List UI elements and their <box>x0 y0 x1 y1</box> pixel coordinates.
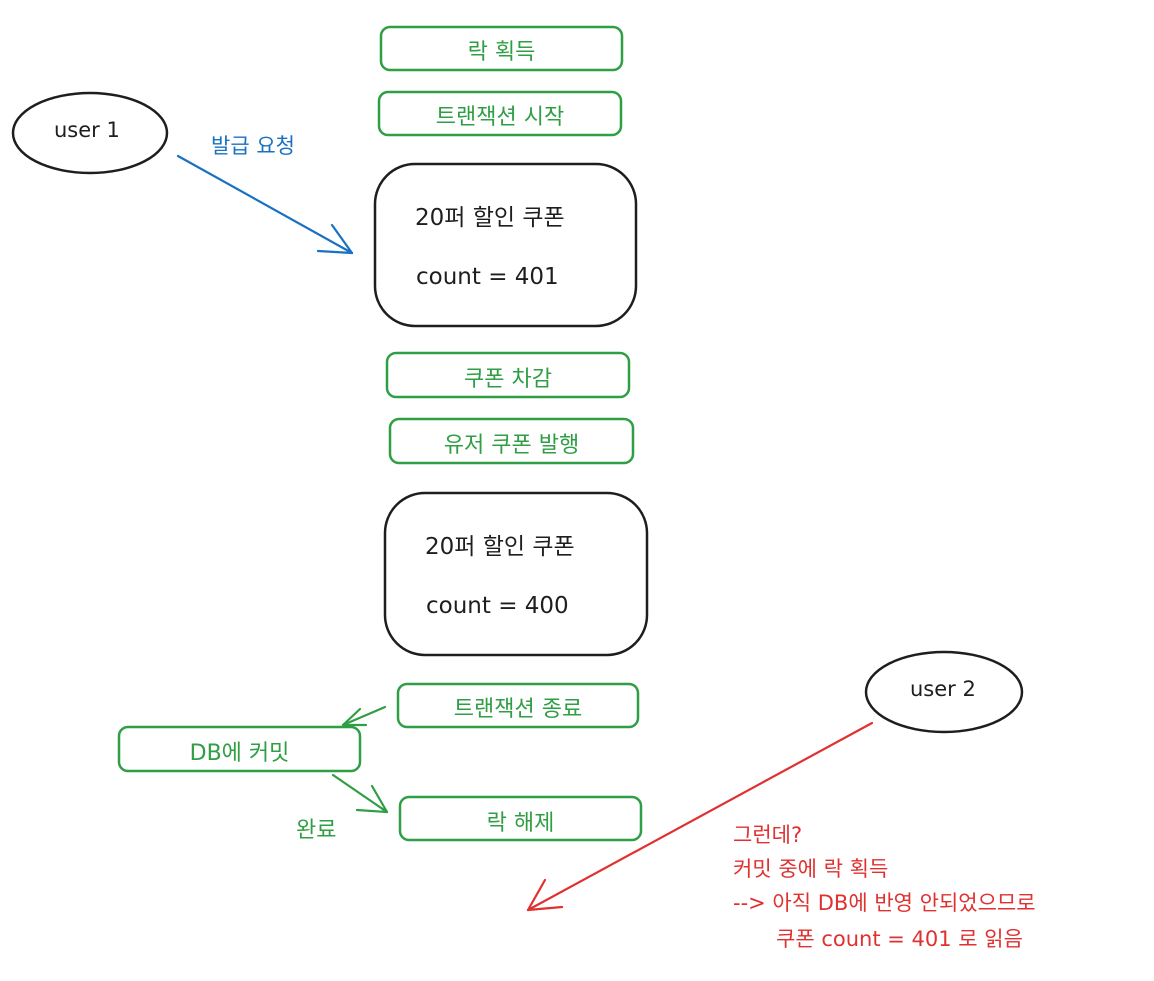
coupon-before-box <box>373 162 638 328</box>
lock-acquire-box <box>379 25 624 72</box>
user1-ellipse <box>11 91 169 175</box>
tx-end-box <box>396 682 640 729</box>
db-commit-box <box>117 725 362 773</box>
db-commit-label: DB에 커밋 <box>189 741 290 766</box>
coupon-after-title: 20퍼 할인 쿠폰 <box>425 534 575 560</box>
coupon-decrement-box <box>385 351 631 399</box>
user2-note-line-2: 커밋 중에 락 획득 <box>733 857 889 881</box>
tx-start-box <box>377 90 623 137</box>
user1-request-label: 발급 요청 <box>211 134 295 158</box>
user2-ellipse <box>864 650 1024 734</box>
lock-release-label: 락 해제 <box>486 811 555 836</box>
coupon-decrement-label: 쿠폰 차감 <box>464 367 552 392</box>
commit-to-release-arrow <box>331 773 389 814</box>
lock-release-box <box>398 795 643 842</box>
user2-note-line-4: 쿠폰 count = 401 로 읽음 <box>776 927 1023 951</box>
user1-request-arrowhead <box>316 223 354 255</box>
done-label: 완료 <box>296 818 337 843</box>
tx-end-to-commit-arrow <box>341 705 387 727</box>
user2-note-line-3: --> 아직 DB에 반영 안되었으므로 <box>733 891 1036 915</box>
tx-end-to-commit-arrowhead <box>341 707 368 727</box>
user2-arrow <box>526 721 874 912</box>
lock-acquire-label: 락 획득 <box>467 40 536 65</box>
user-coupon-issue-box <box>388 417 635 465</box>
user1-request-arrow <box>176 154 354 255</box>
user-coupon-issue-label: 유저 쿠폰 발행 <box>443 433 580 458</box>
user2-arrowhead <box>526 878 564 912</box>
tx-start-label: 트랜잭션 시작 <box>435 105 565 130</box>
tx-end-label: 트랜잭션 종료 <box>453 697 583 722</box>
user1-label: user 1 <box>54 118 120 142</box>
coupon-before-title: 20퍼 할인 쿠폰 <box>415 205 565 231</box>
user2-label: user 2 <box>910 677 976 701</box>
commit-to-release-arrowhead <box>355 784 389 814</box>
coupon-after-box <box>383 491 649 657</box>
coupon-before-count: count = 401 <box>416 264 559 290</box>
user2-note-line-1: 그런데? <box>733 823 803 847</box>
coupon-after-count: count = 400 <box>426 593 569 619</box>
